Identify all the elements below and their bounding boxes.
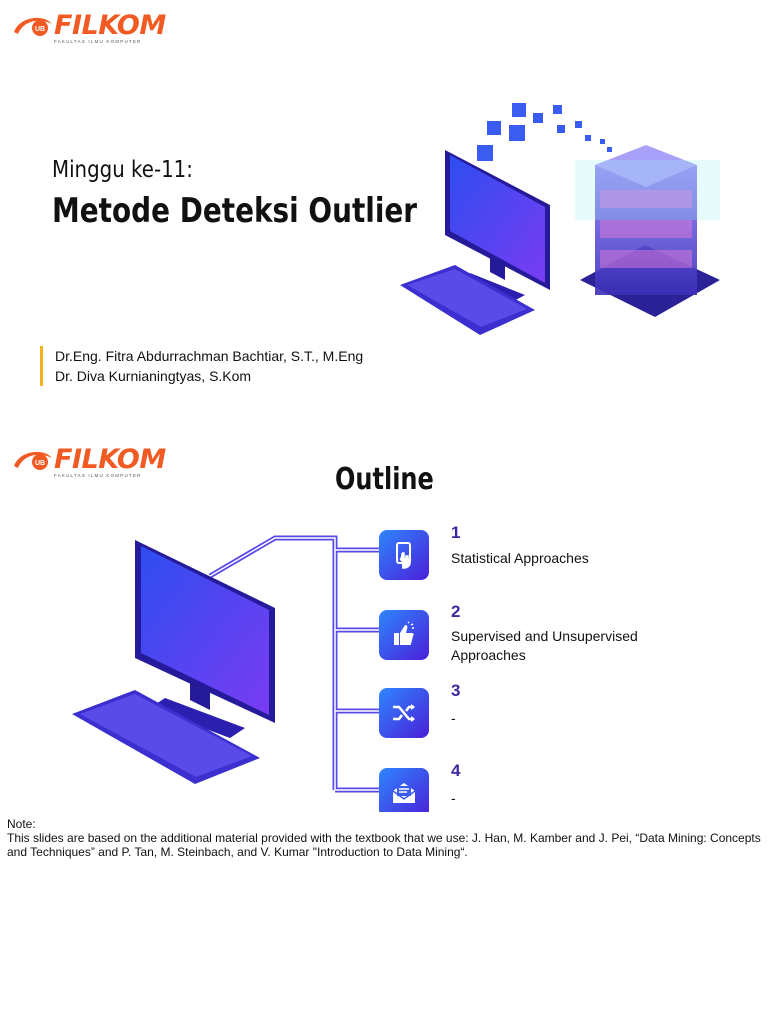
authors-block: Dr.Eng. Fitra Abdurrachman Bachtiar, S.T… [40,346,363,386]
computer-connector-illustration [72,535,380,793]
filkom-logo: UB FILKOM FAKULTAS ILMU KOMPUTER [10,446,166,480]
thumbs-up-icon [394,621,414,645]
computer-server-illustration [400,103,720,335]
footnote: Note: This slides are based on the addit… [7,817,765,859]
outline-item-1-text: Statistical Approaches [451,550,589,566]
outline-item-1-number: 1 [451,523,461,542]
outline-item-3-text: - [451,710,456,726]
outline-item-1-icon-box [379,530,429,580]
outline-slide: UB FILKOM FAKULTAS ILMU KOMPUTER Outline [0,428,768,812]
logo-tagline: FAKULTAS ILMU KOMPUTER [54,39,142,44]
outline-item-3-icon-box [379,688,429,738]
author-name: Dr. Diva Kurnianingtyas, S.Kom [55,368,252,384]
logo-tagline: FAKULTAS ILMU KOMPUTER [54,473,142,478]
envelope-icon [392,783,416,803]
outline-title: Outline [335,462,434,497]
shuffle-icon [393,704,415,722]
outline-item-2-text: Supervised and Unsupervised Approaches [451,628,638,663]
outline-item-3-number: 3 [451,681,461,700]
note-text: This slides are based on the additional … [7,831,761,859]
outline-item-4-number: 4 [451,761,461,780]
touch-phone-icon [396,542,411,569]
title-slide: UB FILKOM FAKULTAS ILMU KOMPUTER Minggu … [0,0,768,412]
lecture-title: Metode Deteksi Outlier [52,191,418,231]
outline-item-2-icon-box [379,610,429,660]
author-name: Dr.Eng. Fitra Abdurrachman Bachtiar, S.T… [55,348,364,364]
outline-item-2-number: 2 [451,602,461,621]
ub-swoosh-icon: UB [14,451,52,470]
outline-item-4-icon-box [379,768,429,812]
lecture-week: Minggu ke-11: [52,157,193,183]
outline-item-4-text: - [451,790,456,806]
svg-text:UB: UB [35,460,45,467]
ub-swoosh-icon: UB [14,17,52,36]
svg-text:UB: UB [35,26,45,33]
filkom-logo: UB FILKOM FAKULTAS ILMU KOMPUTER [10,12,166,46]
note-label: Note: [7,817,36,831]
logo-text: FILKOM [54,444,166,475]
logo-text: FILKOM [54,10,166,41]
